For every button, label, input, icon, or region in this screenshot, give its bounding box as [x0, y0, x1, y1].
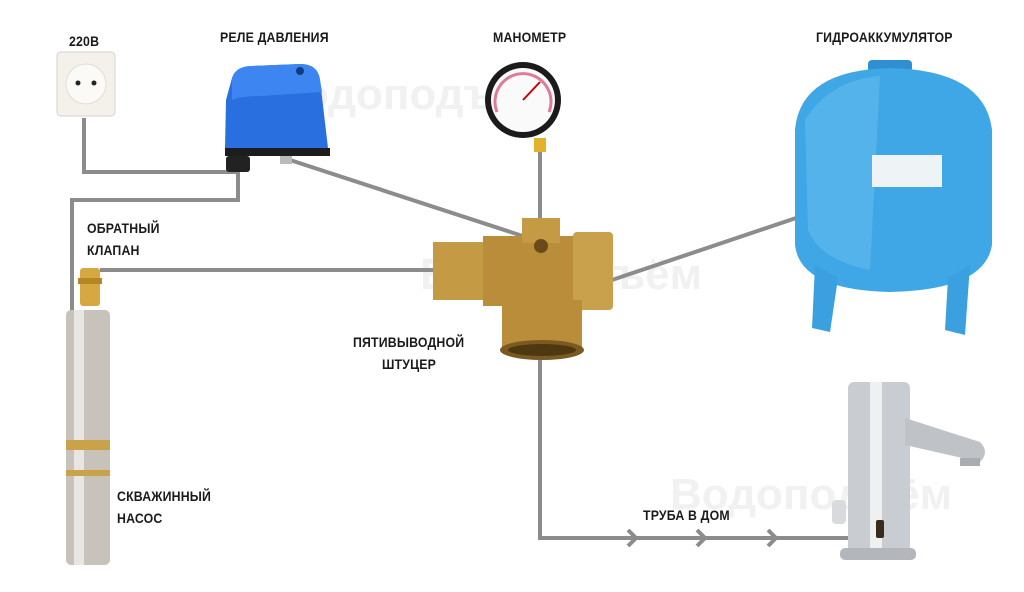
pipe-to-house: [538, 360, 848, 540]
arrow-icon: [626, 528, 639, 548]
gauge-label: МАНОМЕТР: [493, 29, 567, 45]
arrow-icon: [695, 528, 708, 548]
pressure-gauge: [485, 62, 561, 152]
five-way-fitting: [433, 218, 613, 360]
check-valve-label-line1: ОБРАТНЫЙ: [87, 220, 160, 236]
socket-to-relay-cable: [82, 118, 236, 174]
relay-to-pump-cable: [70, 170, 240, 320]
check-valve: [78, 268, 102, 306]
fitting-label-line1: ПЯТИВЫВОДНОЙ: [353, 334, 465, 350]
connection-lines: [70, 118, 848, 540]
arrow-icon: [766, 528, 779, 548]
power-socket: [56, 51, 116, 117]
pipe-label: ТРУБА В ДОМ: [643, 507, 730, 523]
pump-label-line2: НАСОС: [117, 510, 163, 526]
relay-to-fitting-line: [289, 158, 536, 242]
fitting-to-accumulator-pipe: [611, 213, 806, 282]
fitting-label-line2: ШТУЦЕР: [382, 356, 437, 372]
hydro-accumulator: [795, 60, 992, 335]
relay-label: РЕЛЕ ДАВЛЕНИЯ: [220, 29, 329, 45]
check-valve-label-line2: КЛАПАН: [87, 242, 140, 258]
flow-arrows: [626, 528, 779, 548]
borehole-pump: [66, 310, 110, 565]
pressure-relay: [225, 64, 330, 172]
faucet: [832, 382, 985, 560]
accumulator-label: ГИДРОАККУМУЛЯТОР: [816, 29, 953, 45]
socket-label: 220В: [69, 33, 100, 49]
pump-label-line1: СКВАЖИННЫЙ: [117, 488, 212, 504]
